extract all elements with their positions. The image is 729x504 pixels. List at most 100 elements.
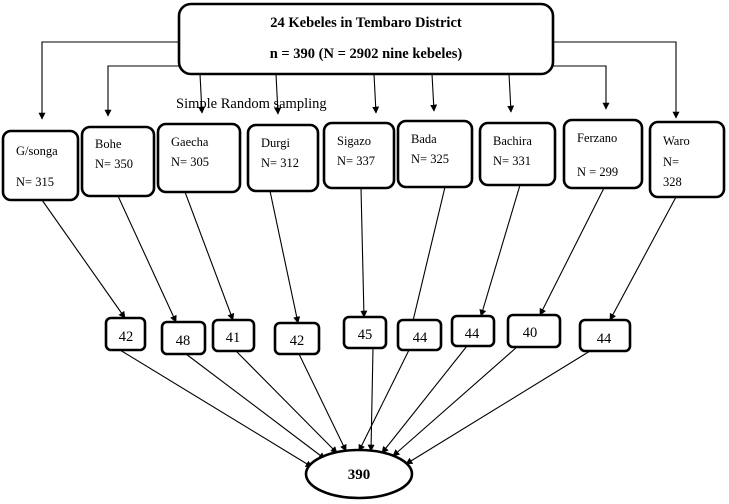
sample-size: 44 [597, 331, 612, 347]
sample-boxes: 42 48 41 42 45 44 44 40 44 [104, 313, 632, 356]
sample-box [273, 321, 321, 356]
kebele-population: N= 325 [411, 152, 449, 166]
kebele-to-sample-arrow [184, 191, 235, 321]
kebele-population: N= 331 [493, 154, 531, 168]
sample-box [104, 316, 147, 352]
kebele-box [156, 122, 242, 194]
kebele-name: Bohe [95, 137, 122, 151]
sample-to-total-arrow [119, 349, 313, 468]
kebele-name: Durgi [261, 136, 290, 150]
sample-box [450, 314, 496, 348]
sample-node: 42 [104, 316, 147, 352]
sample-size: 42 [290, 333, 305, 349]
sample-node: 44 [578, 318, 632, 353]
sample-to-total-arrow [381, 345, 468, 454]
district-to-kebele-arrow [38, 41, 179, 120]
kebele-name: Sigazo [337, 134, 371, 148]
sample-size: 42 [119, 329, 134, 345]
kebele-population: N= 337 [337, 154, 375, 168]
kebele-population: N= 312 [261, 156, 299, 170]
sample-node: 41 [211, 318, 256, 353]
district-sample-summary: n = 390 (N = 2902 nine kebeles) [270, 46, 463, 62]
sample-box [578, 318, 632, 353]
sample-node: 44 [450, 314, 496, 348]
sample-to-total-arrow [405, 350, 591, 465]
district-to-kebele-arrow [104, 65, 179, 117]
sample-to-total-arrow [367, 347, 375, 452]
kebele-population: N= 315 [16, 175, 54, 189]
sample-box [396, 318, 443, 352]
kebele-box [396, 119, 474, 189]
kebele-name: Bachira [493, 134, 532, 148]
sample-node: 42 [273, 321, 321, 356]
district-to-kebele-arrow [274, 73, 282, 115]
district-box: 24 Kebeles in Tembaro District n = 390 (… [177, 2, 555, 76]
kebele-name: Bada [411, 132, 437, 146]
kebele-node: Ferzano N = 299 [562, 118, 644, 190]
kebele-node: Sigazo N= 337 [322, 121, 396, 190]
sample-box [342, 315, 388, 350]
kebele-box [1, 129, 80, 202]
kebele-name: G/songa [16, 144, 58, 158]
sample-size: 40 [523, 325, 538, 341]
sample-to-total-arrow [298, 353, 347, 452]
district-to-kebele-arrow [372, 73, 380, 114]
kebele-to-sample-arrow [117, 195, 177, 323]
sampling-method-label: Simple Random sampling [176, 96, 327, 112]
sample-size: 44 [413, 330, 428, 346]
district-to-kebele-arrow [198, 73, 206, 114]
kebele-population: N= [663, 155, 679, 169]
sample-to-total-arrow [235, 350, 338, 454]
kebele-node: Bada N= 325 [396, 119, 474, 189]
kebele-population: N= 305 [171, 155, 209, 169]
kebele-population: N = 299 [577, 165, 618, 179]
district-to-kebele-arrow [553, 65, 610, 110]
sample-box [211, 318, 256, 353]
sample-node: 44 [396, 318, 443, 352]
kebele-node: G/songa N= 315 [1, 129, 80, 202]
sample-to-total-arrow [185, 353, 326, 460]
kebele-node: Bachira N= 331 [478, 121, 557, 187]
kebele-to-sample-arrow [539, 187, 605, 316]
sample-node: 45 [342, 315, 388, 350]
kebele-to-sample-arrow [479, 184, 521, 317]
district-to-kebele-arrow [507, 73, 515, 113]
sample-size: 44 [465, 326, 480, 342]
kebele-box [478, 121, 557, 187]
kebele-name: Waro [663, 134, 690, 148]
kebele-box [648, 120, 726, 199]
kebele-to-sample-arrow [41, 199, 126, 319]
sample-size: 48 [176, 333, 191, 349]
sample-to-total-arrow [392, 346, 518, 457]
kebele-node: Gaecha N= 305 [156, 122, 242, 194]
sample-to-total-arrow [358, 349, 410, 452]
kebele-population: N= 350 [95, 157, 133, 171]
district-to-kebele-arrow [430, 73, 438, 112]
kebele-to-sample-arrow [269, 190, 301, 324]
kebele-box [562, 118, 644, 190]
sample-box [160, 320, 207, 356]
sample-box [506, 313, 562, 349]
sample-node: 40 [506, 313, 562, 349]
sample-size: 41 [226, 330, 241, 346]
kebele-box [80, 125, 156, 198]
kebele-node: Bohe N= 350 [80, 125, 156, 198]
total-sample-node: 390 [304, 448, 414, 500]
kebele-box [246, 123, 320, 193]
total-sample-label: 390 [348, 467, 371, 483]
kebele-box [322, 121, 396, 190]
district-to-kebele-arrow [553, 41, 680, 119]
kebele-boxes: G/songa N= 315 Bohe N= 350 Gaecha N= 305 Durgi… [1, 118, 726, 202]
kebele-to-sample-arrow [360, 187, 368, 318]
kebele-name: Ferzano [577, 131, 617, 145]
sample-size: 45 [358, 327, 373, 343]
kebele-node: Durgi N= 312 [246, 123, 320, 193]
connector-arrows [38, 41, 680, 468]
sample-node: 48 [160, 320, 207, 356]
kebele-to-sample-arrow [609, 196, 677, 321]
kebele-name: Gaecha [171, 135, 209, 149]
kebele-population-value: 328 [663, 175, 682, 189]
district-title: 24 Kebeles in Tembaro District [270, 15, 462, 31]
